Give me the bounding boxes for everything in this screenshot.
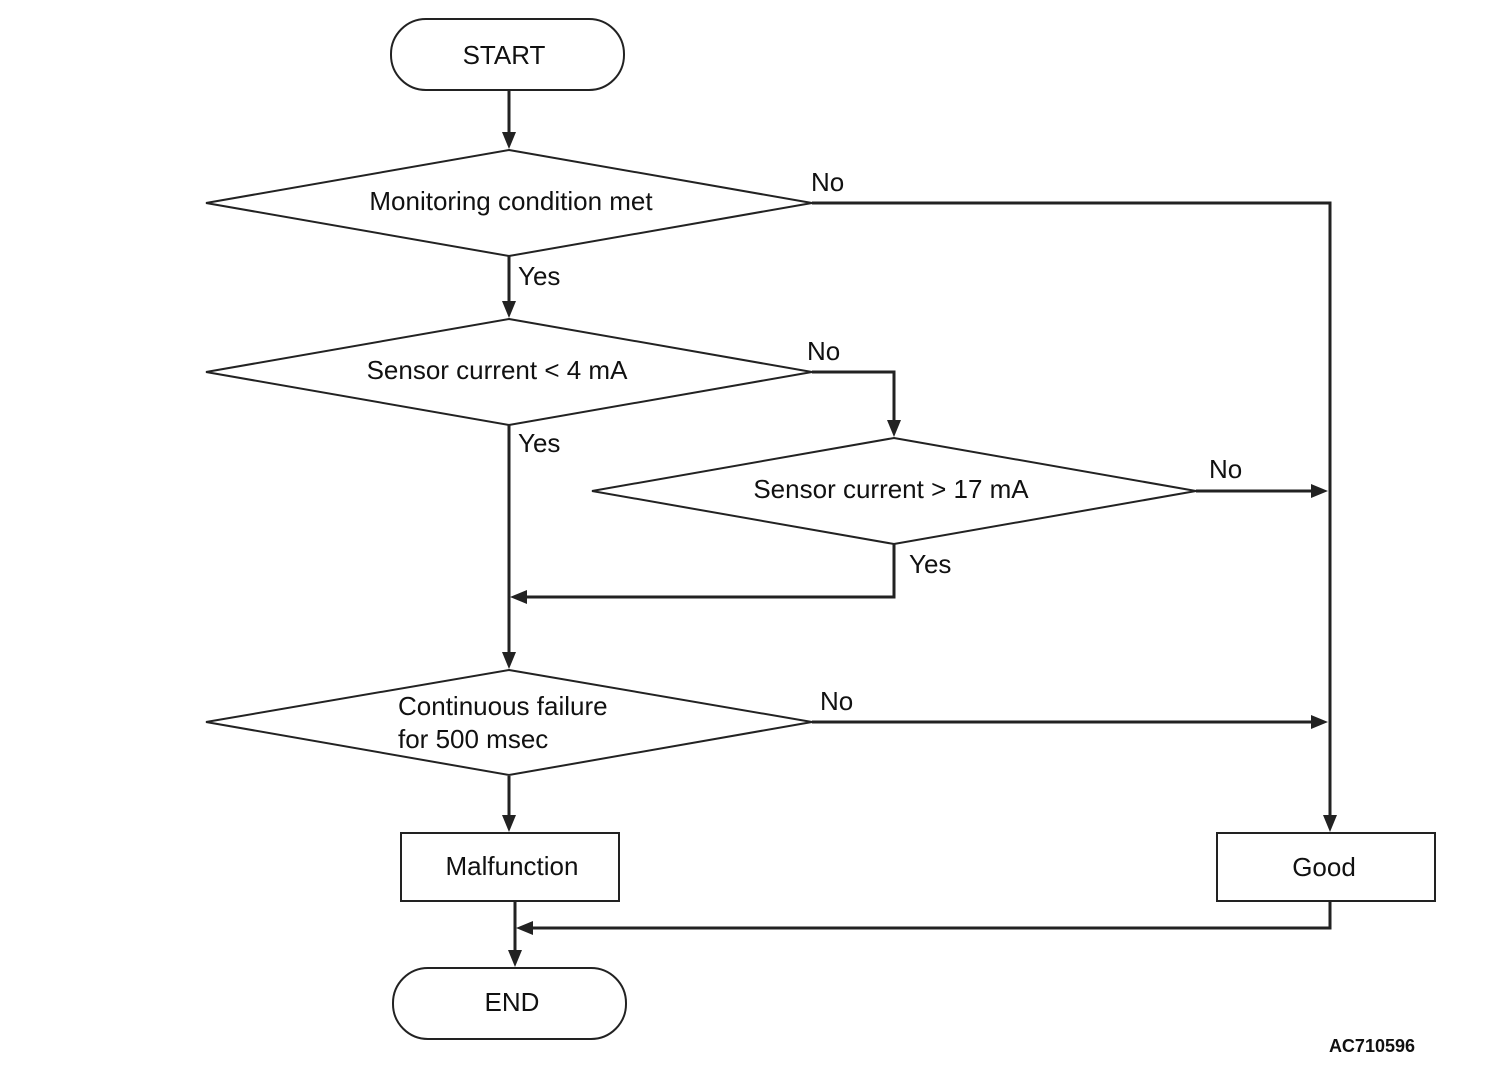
arrowhead-down-icon xyxy=(502,652,516,669)
arrowhead-down-icon xyxy=(887,420,901,437)
below-4ma-yes-label: Yes xyxy=(518,428,560,458)
decision-diamond xyxy=(591,436,1197,546)
edge-below-4ma-no xyxy=(812,370,896,421)
arrowhead-right-icon xyxy=(1311,715,1328,729)
arrowhead-down-icon xyxy=(502,815,516,832)
end-node: END xyxy=(392,967,627,1040)
continuous-no-label: No xyxy=(820,686,853,716)
below-4ma-no-label: No xyxy=(807,336,840,366)
above-17ma-no-label: No xyxy=(1209,454,1242,484)
malfunction-node: Malfunction xyxy=(400,832,620,902)
malfunction-box xyxy=(400,832,620,902)
edge-labels: No Yes No Yes No Yes No xyxy=(518,167,1242,716)
end-terminal xyxy=(392,967,627,1040)
below-4ma-decision: Sensor current < 4 mA xyxy=(205,317,813,427)
good-box xyxy=(1216,832,1436,902)
arrowhead-down-icon xyxy=(502,132,516,149)
monitoring-label: Monitoring condition met xyxy=(369,186,653,216)
continuous-label-line1: Continuous failure xyxy=(398,691,608,721)
continuous-decision: Continuous failure for 500 msec xyxy=(205,668,813,777)
start-node: START xyxy=(390,18,625,91)
good-label: Good xyxy=(1292,852,1356,882)
above-17ma-yes-label: Yes xyxy=(909,549,951,579)
arrowhead-left-icon xyxy=(510,590,527,604)
edge-monitoring-no xyxy=(812,201,1332,816)
arrowhead-down-icon xyxy=(1323,815,1337,832)
figure-id: AC710596 xyxy=(1329,1036,1415,1056)
monitoring-decision: Monitoring condition met xyxy=(205,148,813,258)
continuous-label-line2: for 500 msec xyxy=(398,724,548,754)
malfunction-label: Malfunction xyxy=(446,851,579,881)
above-17ma-decision: Sensor current > 17 mA xyxy=(591,436,1197,546)
arrow-heads xyxy=(502,132,1337,967)
decision-diamond xyxy=(205,668,813,777)
above-17ma-label: Sensor current > 17 mA xyxy=(753,474,1029,504)
edge-good-end xyxy=(532,901,1332,930)
below-4ma-label: Sensor current < 4 mA xyxy=(367,355,628,385)
arrowhead-down-icon xyxy=(508,950,522,967)
monitoring-no-label: No xyxy=(811,167,844,197)
end-label: END xyxy=(485,987,540,1017)
monitoring-yes-label: Yes xyxy=(518,261,560,291)
arrowhead-left-icon xyxy=(516,921,533,935)
start-terminal xyxy=(390,18,625,91)
start-label: START xyxy=(463,40,546,70)
edge-above-17ma-yes xyxy=(526,544,896,599)
decision-diamond xyxy=(205,148,813,258)
arrowhead-right-icon xyxy=(1311,484,1328,498)
arrowhead-down-icon xyxy=(502,301,516,318)
good-node: Good xyxy=(1216,832,1436,902)
flow-lines xyxy=(507,91,1332,951)
decision-diamond xyxy=(205,317,813,427)
